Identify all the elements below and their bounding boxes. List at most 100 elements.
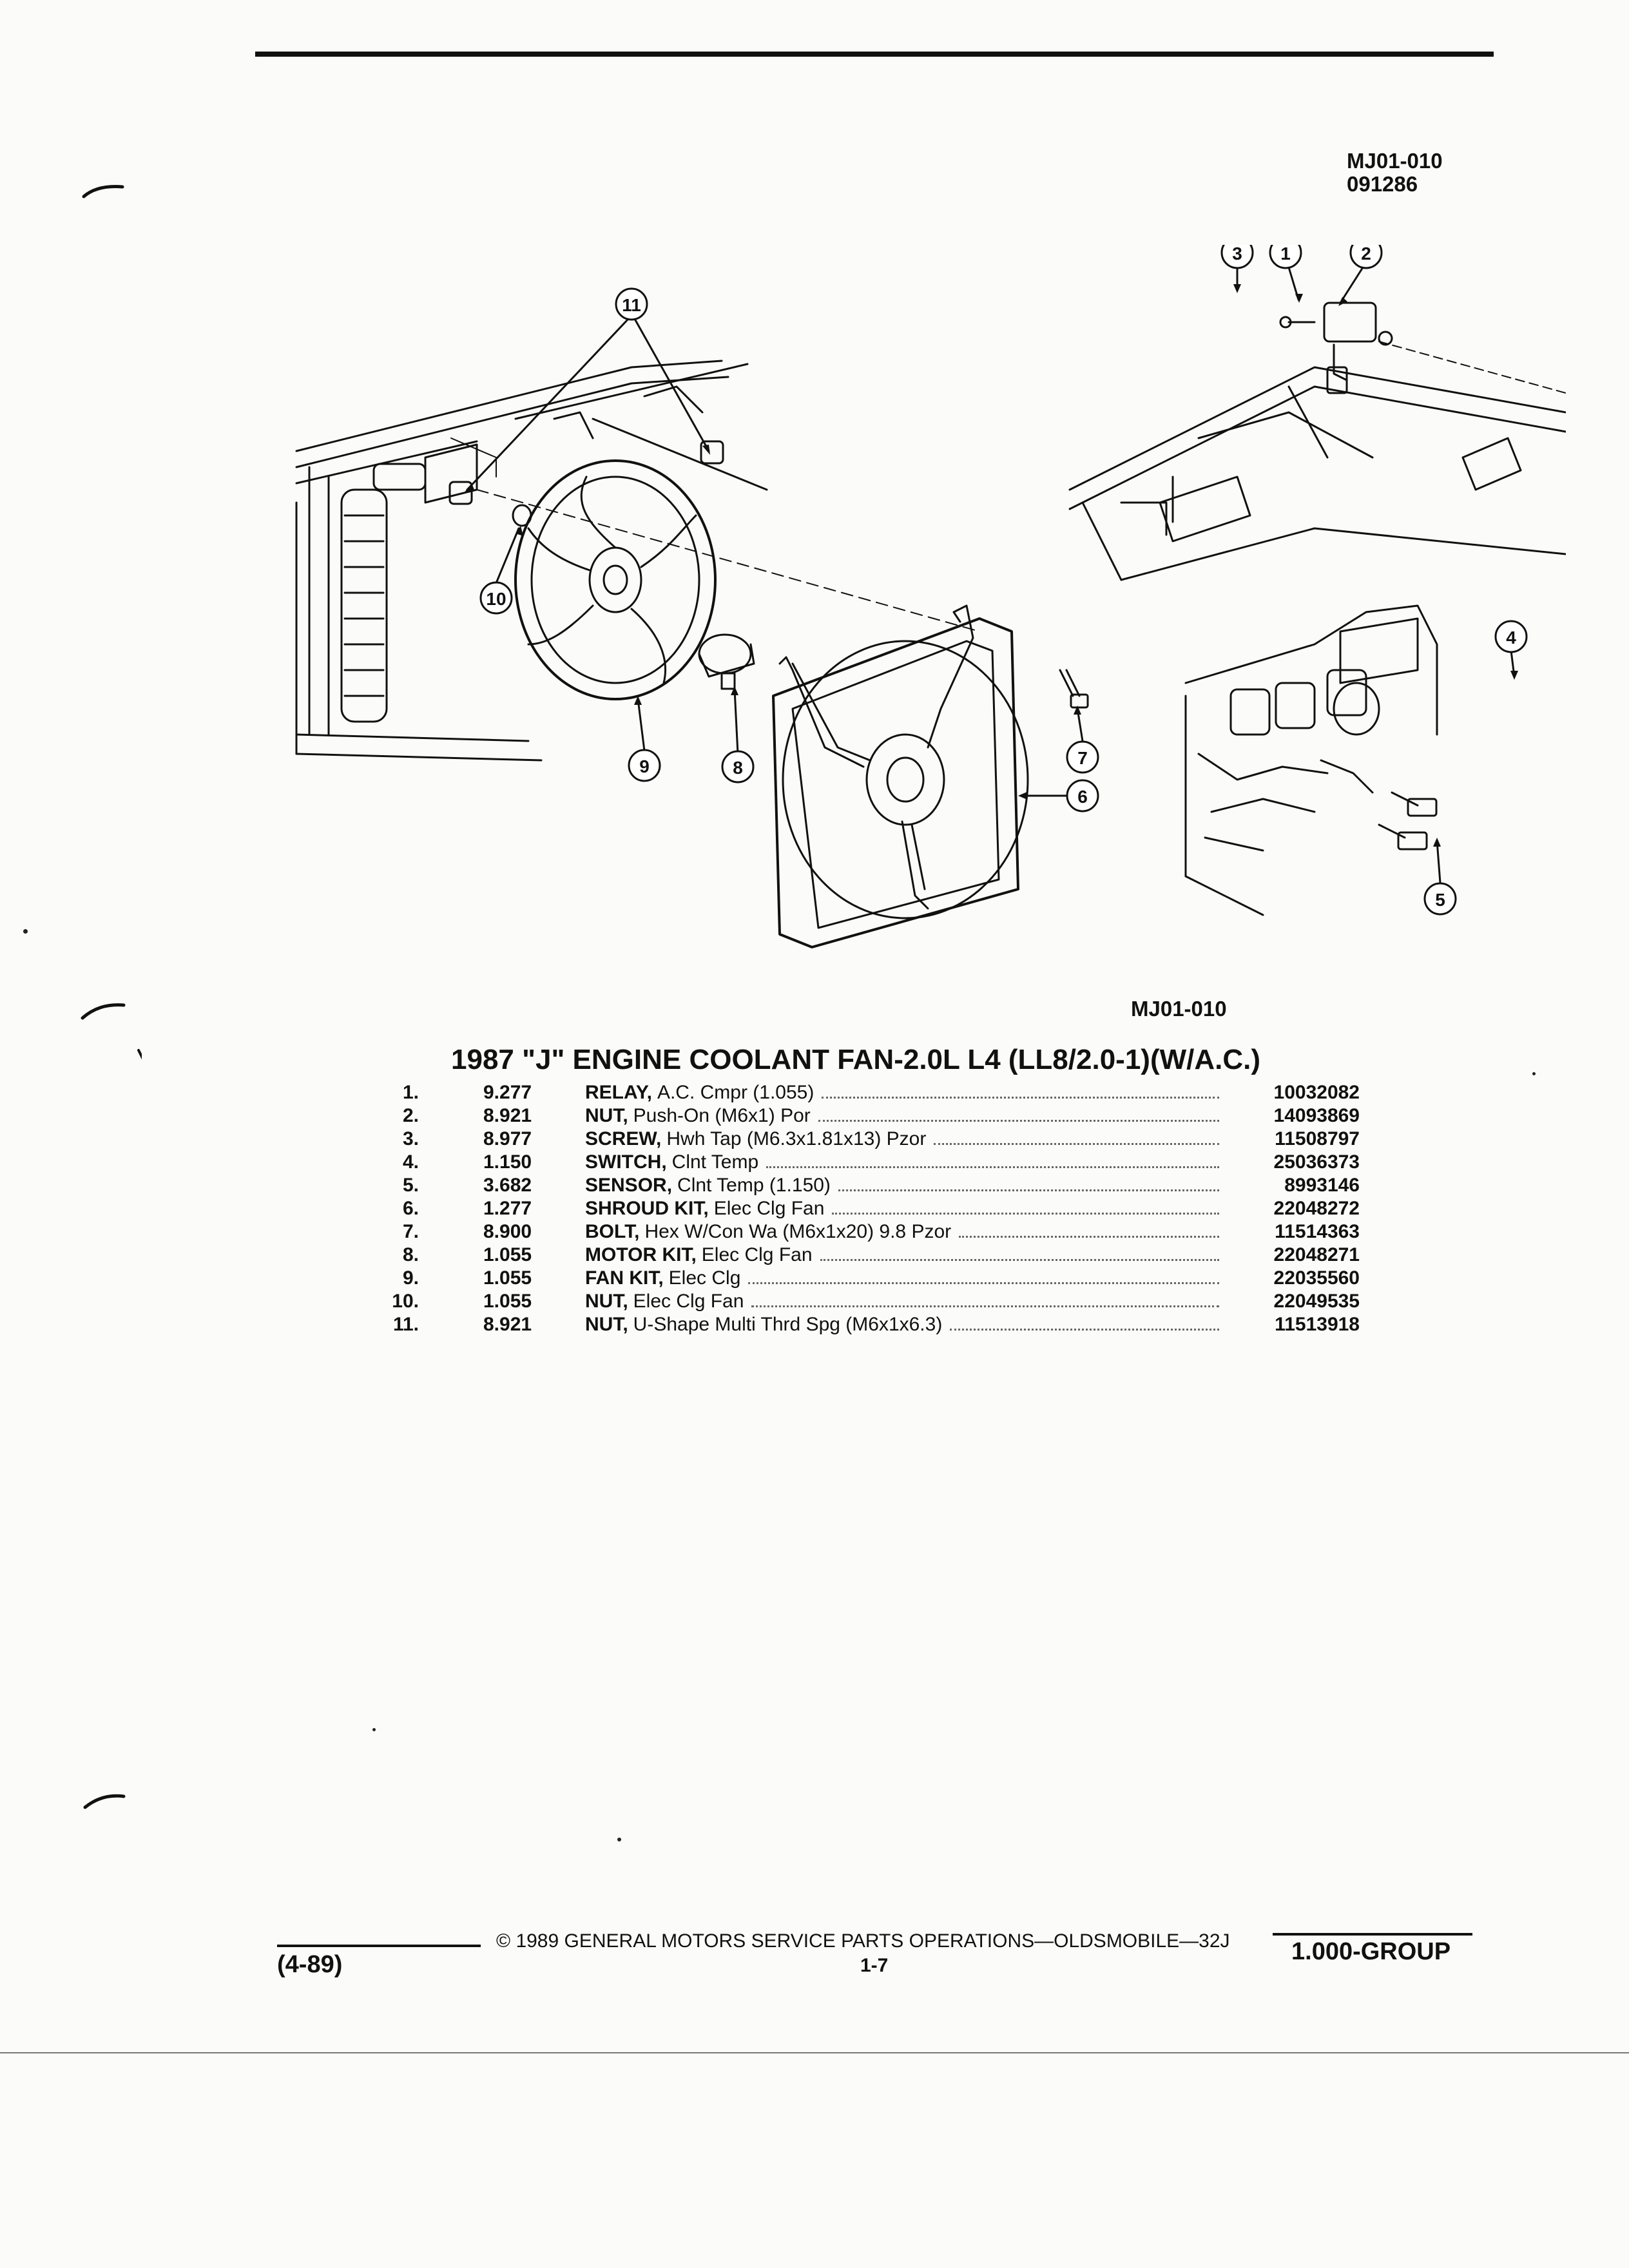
svg-text:7: 7 [1077, 748, 1088, 768]
part-name: MOTOR KIT, [585, 1244, 697, 1265]
page-title: 1987 "J" ENGINE COOLANT FAN-2.0L L4 (LL8… [451, 1044, 1260, 1075]
parts-row: 1. 9.277 RELAY,A.C. Cmpr (1.055) 1003208… [380, 1081, 1360, 1104]
catalog-number: 8.921 [483, 1314, 532, 1335]
catalog-number: 1.055 [483, 1267, 532, 1289]
leader-dots [838, 1174, 1219, 1191]
part-name: SENSOR, [585, 1175, 673, 1196]
part-description: NUT,Push-On (M6x1) Por [585, 1104, 1224, 1128]
part-detail: Elec Clg Fan [633, 1291, 744, 1312]
figure-code-line1: MJ01-010 [1347, 149, 1443, 173]
scan-mark [81, 1003, 126, 1020]
callout-circles: 11 10 9 8 7 6 4 5 [479, 245, 1528, 916]
part-name: NUT, [585, 1105, 628, 1126]
part-number: 11513918 [1275, 1314, 1360, 1335]
scan-speck [372, 1728, 376, 1731]
scan-speck [23, 929, 28, 934]
exploded-diagram: 11 10 9 8 7 6 4 5 [295, 245, 1566, 948]
callout-9: 9 [628, 749, 661, 782]
part-detail: Elec Clg [668, 1267, 741, 1289]
leader-dots [934, 1128, 1219, 1145]
arrowheads [464, 284, 1518, 847]
item-number: 1. [402, 1082, 419, 1103]
catalog-number: 8.977 [483, 1128, 532, 1149]
part-description: NUT,Elec Clg Fan [585, 1290, 1224, 1313]
part-description: FAN KIT,Elec Clg [585, 1267, 1224, 1290]
item-number: 2. [402, 1105, 419, 1126]
leader-dots [748, 1267, 1219, 1284]
callout-10: 10 [479, 581, 513, 615]
part-detail: Hwh Tap (M6.3x1.81x13) Pzor [666, 1128, 927, 1149]
group-label: 1.000-GROUP [1291, 1938, 1451, 1965]
motor-drawing [698, 633, 755, 690]
callout-11: 11 [615, 287, 648, 321]
part-name: SWITCH, [585, 1151, 667, 1173]
callout-7: 7 [1066, 740, 1099, 774]
radiator-support-drawing [295, 360, 980, 762]
parts-row: 11. 8.921 NUT,U-Shape Multi Thrd Spg (M6… [380, 1313, 1360, 1336]
item-number: 8. [402, 1244, 419, 1265]
callout-1: 1 [1269, 245, 1302, 269]
catalog-number: 1.055 [483, 1244, 532, 1265]
callout-6: 6 [1066, 779, 1099, 812]
part-name: FAN KIT, [585, 1267, 664, 1289]
part-detail: Elec Clg Fan [713, 1198, 825, 1219]
parts-row: 6. 1.277 SHROUD KIT,Elec Clg Fan 2204827… [380, 1197, 1360, 1220]
parts-row: 7. 8.900 BOLT,Hex W/Con Wa (M6x1x20) 9.8… [380, 1220, 1360, 1244]
copyright-line: © 1989 GENERAL MOTORS SERVICE PARTS OPER… [496, 1930, 1230, 1952]
footer-rule-left [277, 1945, 481, 1947]
part-number: 22035560 [1273, 1267, 1360, 1289]
callout-4: 4 [1494, 620, 1528, 653]
leader-dots [959, 1220, 1219, 1238]
parts-row: 9. 1.055 FAN KIT,Elec Clg 22035560 [380, 1267, 1360, 1290]
callout-leaders [466, 266, 1516, 884]
part-description: SCREW,Hwh Tap (M6.3x1.81x13) Pzor [585, 1128, 1224, 1151]
part-detail: Push-On (M6x1) Por [633, 1105, 811, 1126]
parts-row: 3. 8.977 SCREW,Hwh Tap (M6.3x1.81x13) Pz… [380, 1128, 1360, 1151]
svg-text:4: 4 [1506, 628, 1516, 648]
catalog-number: 8.900 [483, 1221, 532, 1242]
part-description: MOTOR KIT,Elec Clg Fan [585, 1244, 1224, 1267]
item-number: 10. [392, 1291, 419, 1312]
item-number: 9. [402, 1267, 419, 1289]
catalog-number: 1.277 [483, 1198, 532, 1219]
part-description: RELAY,A.C. Cmpr (1.055) [585, 1081, 1224, 1104]
part-description: SWITCH,Clnt Temp [585, 1151, 1224, 1174]
part-number: 22048271 [1273, 1244, 1360, 1265]
item-number: 3. [402, 1128, 419, 1149]
fan-drawing [514, 459, 717, 700]
leader-dots [766, 1151, 1219, 1168]
revision-date: (4-89) [277, 1951, 343, 1978]
figure-code-top: MJ01-010 091286 [1347, 149, 1443, 196]
leader-dots [832, 1197, 1219, 1215]
leader-dots [820, 1244, 1219, 1261]
catalog-number: 3.682 [483, 1175, 532, 1196]
page-number: 1-7 [860, 1955, 889, 1976]
catalog-number: 1.150 [483, 1151, 532, 1173]
part-number: 10032082 [1273, 1082, 1360, 1103]
callout-3: 3 [1220, 245, 1254, 269]
item-number: 5. [402, 1175, 419, 1196]
item-number: 6. [402, 1198, 419, 1219]
bolt-drawing [1059, 669, 1089, 709]
part-number: 8993146 [1284, 1175, 1360, 1196]
svg-text:1: 1 [1280, 245, 1291, 264]
scan-speck [617, 1838, 621, 1841]
bottom-rule [0, 2052, 1629, 2053]
catalog-number: 8.921 [483, 1105, 532, 1126]
part-detail: Hex W/Con Wa (M6x1x20) 9.8 Pzor [644, 1221, 952, 1242]
leader-dots [822, 1081, 1219, 1099]
parts-row: 5. 3.682 SENSOR,Clnt Temp (1.150) 899314… [380, 1174, 1360, 1197]
leader-dots [950, 1313, 1219, 1331]
callout-8: 8 [721, 750, 755, 783]
footer-rule-right [1273, 1933, 1472, 1936]
leader-dots [751, 1290, 1219, 1307]
part-detail: Elec Clg Fan [701, 1244, 813, 1265]
scan-marks [81, 185, 142, 1809]
part-description: SENSOR,Clnt Temp (1.150) [585, 1174, 1224, 1197]
svg-text:5: 5 [1435, 890, 1445, 910]
part-detail: U-Shape Multi Thrd Spg (M6x1x6.3) [633, 1314, 943, 1335]
part-number: 22049535 [1273, 1291, 1360, 1312]
part-detail: A.C. Cmpr (1.055) [657, 1082, 815, 1103]
part-description: SHROUD KIT,Elec Clg Fan [585, 1197, 1224, 1220]
part-number: 11508797 [1275, 1128, 1360, 1149]
